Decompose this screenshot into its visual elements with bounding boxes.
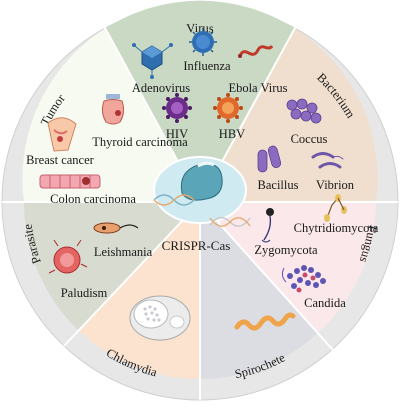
vibrion-icon	[311, 152, 344, 169]
adenovirus-icon	[132, 43, 173, 79]
colon-icon	[39, 174, 101, 189]
chytridiomycota-icon	[324, 194, 347, 222]
chlamydia-icon	[129, 295, 191, 341]
hbv-icon	[213, 93, 243, 123]
label-hiv: HIV	[166, 127, 188, 141]
influenza-icon	[189, 28, 217, 56]
leishmania-icon	[93, 222, 139, 234]
label-ebola-virus: Ebola Virus	[228, 81, 287, 95]
coccus-icon	[286, 98, 322, 124]
label-colon-carcinoma: Colon carcinoma	[50, 192, 136, 206]
label-hbv: HBV	[219, 127, 245, 141]
candida-icon	[281, 265, 326, 293]
label-leishmania: Leishmania	[94, 245, 153, 259]
label-bacillus: Bacillus	[258, 178, 299, 192]
paludism-icon	[48, 239, 88, 274]
label-thyroid-carcinoma: Thyroid carcinoma	[92, 135, 188, 149]
label-coccus: Coccus	[291, 132, 328, 146]
bacillus-icon	[257, 145, 282, 173]
sector-parasite	[23, 202, 200, 330]
label-influenza: Influenza	[183, 59, 231, 73]
sector-fungus	[200, 202, 376, 333]
thyroid-icon	[101, 94, 125, 125]
spirochete-icon	[234, 312, 296, 331]
cas-protein-icon	[180, 161, 223, 201]
hiv-icon	[162, 93, 192, 123]
label-candida: Candida	[304, 296, 346, 310]
sector-spirochete	[200, 202, 318, 379]
label-zygomycota: Zygomycota	[254, 243, 318, 257]
dna-icon	[153, 194, 251, 227]
sector-bacterium	[200, 28, 378, 202]
center-label: CRISPR-Cas	[162, 238, 231, 253]
label-paludism: Paludism	[61, 286, 108, 300]
label-adenovirus: Adenovirus	[132, 81, 190, 95]
zygomycota-icon	[261, 208, 274, 243]
label-breast-cancer: Breast cancer	[26, 153, 95, 167]
ebola-virus-icon	[238, 44, 274, 58]
breast-icon	[47, 117, 77, 152]
label-chytridiomycota: Chytridiomycota	[294, 221, 379, 235]
label-vibrion: Vibrion	[316, 178, 355, 192]
